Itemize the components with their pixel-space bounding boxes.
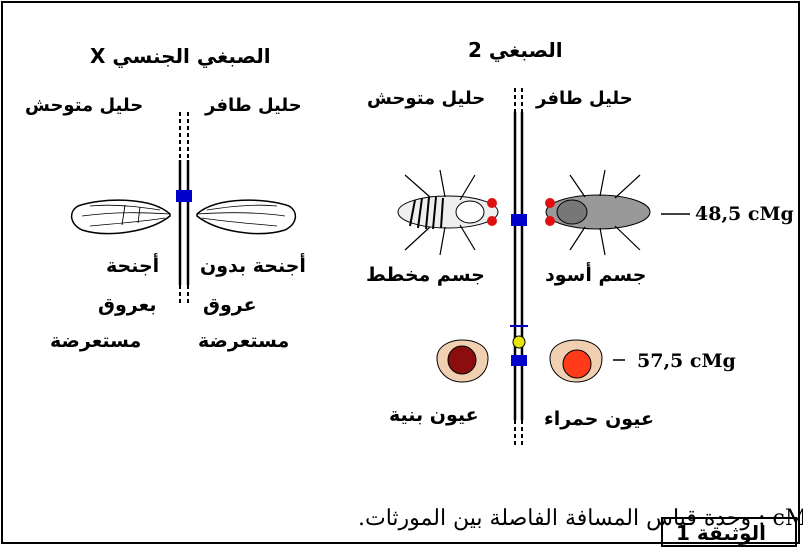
locus-marker-eyes: [511, 355, 527, 366]
centromere: [512, 335, 526, 349]
c2-eyes-wild: عيون بنية: [389, 404, 479, 426]
wing-mutant-icon: [196, 199, 297, 235]
locus-marker-x: [176, 190, 192, 202]
x-allele-wild: حليل متوحش: [25, 95, 144, 116]
locus-eyes-label: 57,5 cMg: [637, 350, 736, 372]
x-phenotype-wild-line3: مستعرضة: [50, 330, 142, 352]
head-brown-eyes-icon: [436, 339, 489, 383]
x-phenotype-mutant-line3: مستعرضة: [198, 330, 290, 352]
x-allele-mutant: حليل طافر: [205, 95, 302, 116]
c2-body-wild: جسم مخطط: [366, 264, 485, 286]
chromosome-2: [510, 88, 690, 445]
wing-wild-icon: [70, 199, 171, 235]
fly-striped-body-icon: [397, 169, 499, 256]
fly-black-body-icon: [545, 169, 651, 256]
document-label: الوثيقة 1: [676, 521, 766, 545]
x-phenotype-mutant-line1: أجنحة بدون: [200, 255, 306, 277]
c2-body-mutant: جسم أسود: [545, 264, 647, 286]
chromosome-x-title: الصبغي الجنسي X: [90, 44, 271, 68]
x-phenotype-wild-line2: بعروق: [98, 294, 157, 316]
chromosome-x: [176, 112, 192, 305]
x-phenotype-mutant-line2: عروق: [203, 294, 257, 316]
locus-marker-body: [511, 214, 527, 226]
c2-eyes-mutant: عيون حمراء: [544, 408, 654, 430]
x-phenotype-wild-line1: أجنحة: [106, 255, 160, 277]
c2-allele-wild: حليل متوحش: [367, 88, 486, 109]
c2-allele-mutant: حليل طافر: [536, 88, 633, 109]
locus-body-label: 48,5 cMg: [695, 203, 794, 225]
chromosome-2-title: الصبغي 2: [468, 38, 563, 62]
head-red-eyes-icon: [549, 339, 603, 383]
